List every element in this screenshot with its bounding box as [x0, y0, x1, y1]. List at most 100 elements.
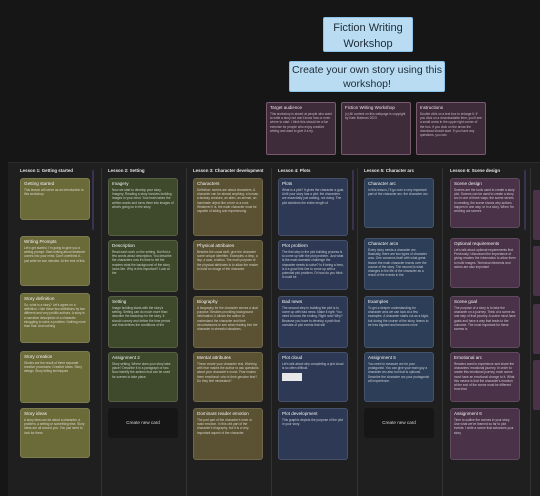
column-header: Lesson 5: Character arc	[364, 168, 415, 173]
card[interactable]: Getting started This lesson will serve a…	[20, 178, 90, 220]
card-body: Story setting. Where does your story tak…	[112, 362, 171, 379]
card[interactable]: Plot development This graphic depicts th…	[278, 408, 348, 460]
card[interactable]: Assignment 2 Story setting. Where does y…	[108, 352, 178, 402]
card-title: Imagery	[112, 181, 129, 186]
card-title: Plot development	[282, 411, 318, 416]
card-title: Emotional arc	[454, 355, 483, 360]
card-body: The first step in the plot building proc…	[282, 250, 344, 280]
card-body: Let's talk about optional requirements f…	[454, 248, 516, 269]
column-lesson-6: Lesson 6: Scene design Scene design Scen…	[446, 168, 532, 496]
info-card-target-audience[interactable]: Target audience This workshop is aimed a…	[266, 102, 336, 155]
card-body: You need to measure arc for your protago…	[368, 362, 430, 383]
card-title: Description	[112, 243, 135, 248]
card-title: Setting	[112, 299, 127, 304]
info-card-copyright[interactable]: Fiction Writing Workshop (c) All content…	[341, 102, 411, 155]
info-card-title: Target audience	[270, 105, 303, 110]
card[interactable]: Bad news The second step in building the…	[278, 296, 348, 348]
card-body: Let's talk about why completing a plot c…	[282, 362, 344, 371]
card-body: In this lesson, I'll go over a very impo…	[368, 188, 429, 197]
card-title: Character arc	[368, 181, 396, 186]
card[interactable]: Scene design Scenes are the tools used t…	[450, 178, 520, 228]
card-body: This graphic depicts the purpose of the …	[282, 418, 343, 427]
card-title: Story ideas	[24, 411, 47, 416]
card-partial[interactable]	[533, 190, 540, 240]
card[interactable]: Plot cloud Let's talk about why completi…	[278, 352, 348, 402]
card[interactable]: Emotional arc Readers want to experience…	[450, 352, 520, 402]
scrollbar[interactable]	[352, 170, 354, 230]
column-divider	[530, 168, 531, 496]
card[interactable]: Mental attributes These create your char…	[193, 352, 263, 402]
card-title: Bad news	[282, 299, 303, 304]
info-card-instructions[interactable]: Instructions Double click on a text box …	[416, 102, 486, 155]
card-title: Plots	[282, 181, 293, 186]
card[interactable]: Physical attributes Besides the usual st…	[193, 240, 263, 290]
card-body: Image building starts with the story's s…	[112, 306, 171, 327]
card[interactable]: Optional requirements Let's talk about o…	[450, 238, 520, 288]
column-lesson-3: Lesson 3: Character development Characte…	[189, 168, 275, 496]
card-body: The purpose of a story is to take the ch…	[454, 306, 516, 332]
card-body: Scenes are the tools used to create a st…	[454, 188, 515, 214]
card[interactable]: Assignment 5 You need to measure arc for…	[364, 352, 434, 402]
card[interactable]: Plots What is a plot? It gives the chara…	[278, 178, 348, 236]
card-body: Now we start to develop your story. Imag…	[112, 188, 174, 209]
card-body: A story idea can be about a character, a…	[24, 418, 85, 435]
card[interactable]: Examples To get a deeper understanding f…	[364, 296, 434, 348]
card[interactable]: Character arcs Every story needs a chara…	[364, 238, 434, 290]
card[interactable]: Dominant reader emotion The part part of…	[193, 408, 263, 460]
card-title: Biography	[197, 299, 218, 304]
column-header: Lesson 2: Setting	[108, 168, 145, 173]
card[interactable]: Plot problem The first step in the plot …	[278, 240, 348, 290]
card[interactable]: Characters Definition: stories are about…	[193, 178, 263, 236]
card-body: Let's get started. I'm going to give you…	[24, 246, 86, 263]
column-divider	[442, 168, 443, 496]
card-body: What is a plot? It gives the character a…	[282, 188, 345, 205]
column-divider	[186, 168, 187, 496]
card[interactable]: Story definition So, what is a story? Le…	[20, 293, 90, 343]
card-body: Besides the usual stuff, give the charac…	[197, 250, 259, 271]
card[interactable]: Writing Prompts Let's get started. I'm g…	[20, 236, 90, 286]
column-lesson-1: Lesson 1: Getting started Getting starte…	[16, 168, 102, 496]
card-body: Stories are the result of three separate…	[24, 361, 82, 374]
column-divider	[101, 168, 102, 496]
workshop-title-sticky[interactable]: Fiction Writing Workshop	[323, 17, 413, 52]
column-divider	[357, 168, 358, 496]
card-body: This lesson will serve as an introductio…	[24, 188, 84, 197]
card-title: Physical attributes	[197, 243, 235, 248]
info-card-body: Double click on a text box to enlarge it…	[420, 112, 482, 138]
card-body: So, what is a story? Let's agree on a de…	[24, 303, 86, 329]
card-body: The second step in building the plot is …	[282, 306, 343, 327]
create-new-card-button[interactable]: Create new card	[364, 408, 434, 438]
workshop-subtitle-sticky[interactable]: Create your own story using this worksho…	[289, 61, 445, 92]
card-body: The part part of the character's inner o…	[197, 418, 253, 435]
card[interactable]: Description Read each work on the settin…	[108, 240, 178, 292]
card-title: Getting started	[24, 181, 55, 186]
column-header: Lesson 3: Character development	[193, 168, 264, 173]
card[interactable]: Character arc In this lesson, I'll go ov…	[364, 178, 434, 228]
card[interactable]: Story ideas A story idea can be about a …	[20, 408, 90, 458]
card[interactable]: Biography A biography for the character …	[193, 296, 263, 348]
card[interactable]: Setting Image building starts with the s…	[108, 296, 178, 348]
card-body: Readers want to experience and share the…	[454, 362, 515, 392]
card-title: Plot problem	[282, 243, 308, 248]
card-body: Time to outline the scenes in your story…	[454, 418, 514, 435]
card-body: Every story needs a character arc. Basic…	[368, 248, 427, 278]
card-partial[interactable]	[533, 246, 540, 296]
card-title: Assignment 2	[112, 355, 140, 360]
card[interactable]: Assignment 6 Time to outline the scenes …	[450, 408, 520, 460]
scrollbar[interactable]	[524, 170, 526, 230]
column-divider	[271, 168, 272, 496]
card[interactable]: Scene goal The purpose of a story is to …	[450, 296, 520, 348]
info-card-body: (c) All content on this webpage is copyr…	[345, 112, 406, 121]
column-header: Lesson 6: Scene design	[450, 168, 501, 173]
info-card-body: This workshop is aimed at people who wan…	[270, 112, 332, 133]
workshop-title: Fiction Writing Workshop	[333, 22, 403, 50]
card-title: Character arcs	[368, 241, 399, 246]
card-partial[interactable]	[533, 304, 540, 354]
card[interactable]: Story creation Stories are the result of…	[20, 351, 90, 403]
create-new-card-button[interactable]: Create new card	[108, 408, 178, 438]
attachment-thumbnail[interactable]	[282, 373, 302, 382]
card-partial[interactable]	[533, 360, 540, 410]
scrollbar[interactable]	[92, 170, 94, 230]
info-card-title: Fiction Writing Workshop	[345, 105, 395, 110]
card[interactable]: Imagery Now we start to develop your sto…	[108, 178, 178, 236]
